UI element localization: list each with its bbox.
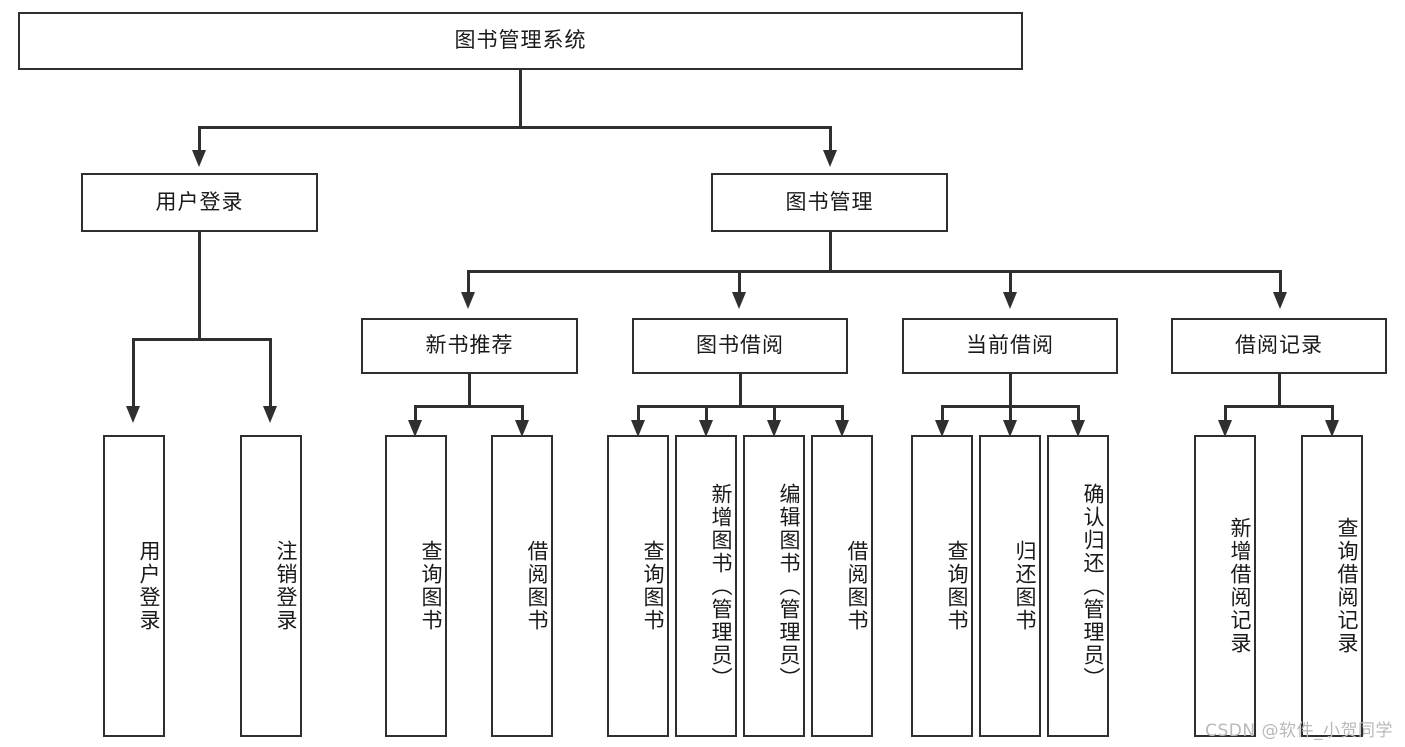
leaf-add-borrow-record[interactable]: 新增借阅记录 xyxy=(1194,435,1256,737)
leaf-query-borrow-record[interactable]: 查询借阅记录 xyxy=(1301,435,1363,737)
edge-book-mgmt-bus xyxy=(467,270,1281,273)
edge-borrow-bus xyxy=(637,405,844,408)
node-new-book-recommend-label: 新书推荐 xyxy=(425,333,514,358)
node-new-book-recommend[interactable]: 新书推荐 xyxy=(361,318,578,374)
node-root[interactable]: 图书管理系统 xyxy=(18,12,1023,70)
leaf-add-borrow-record-label: 新增借阅记录 xyxy=(1228,517,1252,655)
edge-records-to-leaf-2 xyxy=(1331,405,1334,423)
leaf-borrow-books[interactable]: 借阅图书 xyxy=(811,435,873,737)
edge-borrow-to-leaf-4 xyxy=(841,405,844,423)
leaf-borrow-books-label: 借阅图书 xyxy=(845,540,869,632)
leaf-borrow-books-new[interactable]: 借阅图书 xyxy=(491,435,553,737)
edge-records-to-leaf-1 xyxy=(1224,405,1227,423)
leaf-return-books-label: 归还图书 xyxy=(1013,540,1037,632)
arrow-current-to-leaf-3 xyxy=(1071,420,1085,437)
arrow-user-login-to-leaf-2 xyxy=(263,406,277,423)
edge-borrow-stem xyxy=(739,374,742,408)
arrow-book-mgmt-to-borrow xyxy=(732,292,746,309)
leaf-query-books-current[interactable]: 查询图书 xyxy=(911,435,973,737)
node-user-login[interactable]: 用户登录 xyxy=(81,173,318,232)
leaf-confirm-return-admin-label: 确认归还（管理员） xyxy=(1081,482,1105,690)
node-borrow-records[interactable]: 借阅记录 xyxy=(1171,318,1387,374)
leaf-user-login-label: 用户登录 xyxy=(137,540,161,632)
leaf-logout[interactable]: 注销登录 xyxy=(240,435,302,737)
node-root-label: 图书管理系统 xyxy=(454,28,587,53)
arrow-borrow-to-leaf-1 xyxy=(631,420,645,437)
leaf-edit-book-admin-label: 编辑图书（管理员） xyxy=(777,482,801,690)
edge-records-stem xyxy=(1278,374,1281,408)
arrow-current-to-leaf-1 xyxy=(935,420,949,437)
arrow-root-to-book-mgmt xyxy=(823,150,837,167)
edge-current-to-leaf-3 xyxy=(1077,405,1080,423)
arrow-root-to-user-login xyxy=(192,150,206,167)
leaf-add-book-admin-label: 新增图书（管理员） xyxy=(709,482,733,690)
node-book-borrow-label: 图书借阅 xyxy=(696,333,784,358)
watermark-text: CSDN @软件_小贺同学 xyxy=(1205,721,1393,741)
arrow-user-login-to-leaf-1 xyxy=(126,406,140,423)
edge-user-login-to-leaf-1 xyxy=(132,338,135,408)
edge-book-mgmt-to-records xyxy=(1279,270,1282,294)
arrow-book-mgmt-to-current xyxy=(1003,292,1017,309)
edge-root-to-book-mgmt xyxy=(829,126,832,152)
leaf-query-borrow-record-label: 查询借阅记录 xyxy=(1335,517,1359,655)
edge-root-to-user-login xyxy=(198,126,201,152)
edge-user-login-stem xyxy=(198,232,201,340)
node-current-borrow-label: 当前借阅 xyxy=(966,333,1054,358)
arrow-book-mgmt-to-new-books xyxy=(461,292,475,309)
arrow-borrow-to-leaf-4 xyxy=(835,420,849,437)
leaf-add-book-admin[interactable]: 新增图书（管理员） xyxy=(675,435,737,737)
edge-root-bus xyxy=(198,126,832,129)
leaf-query-books-new-label: 查询图书 xyxy=(419,540,443,632)
leaf-borrow-books-new-label: 借阅图书 xyxy=(525,540,549,632)
leaf-query-books-borrow-label: 查询图书 xyxy=(641,540,665,632)
edge-current-to-leaf-1 xyxy=(941,405,944,423)
edge-new-books-bus xyxy=(414,405,524,408)
arrow-current-to-leaf-2 xyxy=(1003,420,1017,437)
arrow-new-books-to-leaf-1 xyxy=(408,420,422,437)
arrow-borrow-to-leaf-3 xyxy=(767,420,781,437)
edge-current-to-leaf-2 xyxy=(1009,405,1012,423)
edge-book-mgmt-to-new-books xyxy=(467,270,470,294)
edge-borrow-to-leaf-2 xyxy=(705,405,708,423)
edge-book-mgmt-stem xyxy=(829,232,832,272)
node-book-borrow[interactable]: 图书借阅 xyxy=(632,318,848,374)
leaf-query-books-borrow[interactable]: 查询图书 xyxy=(607,435,669,737)
leaf-query-books-current-label: 查询图书 xyxy=(945,540,969,632)
leaf-query-books-new[interactable]: 查询图书 xyxy=(385,435,447,737)
leaf-confirm-return-admin[interactable]: 确认归还（管理员） xyxy=(1047,435,1109,737)
leaf-user-login[interactable]: 用户登录 xyxy=(103,435,165,737)
leaf-return-books[interactable]: 归还图书 xyxy=(979,435,1041,737)
node-book-management[interactable]: 图书管理 xyxy=(711,173,948,232)
arrow-borrow-to-leaf-2 xyxy=(699,420,713,437)
edge-new-books-to-leaf-2 xyxy=(521,405,524,423)
node-current-borrow[interactable]: 当前借阅 xyxy=(902,318,1118,374)
edge-records-bus xyxy=(1224,405,1334,408)
edge-new-books-to-leaf-1 xyxy=(414,405,417,423)
leaf-logout-label: 注销登录 xyxy=(274,540,298,632)
edge-borrow-to-leaf-3 xyxy=(773,405,776,423)
leaf-edit-book-admin[interactable]: 编辑图书（管理员） xyxy=(743,435,805,737)
edge-book-mgmt-to-current xyxy=(1009,270,1012,294)
arrow-book-mgmt-to-records xyxy=(1273,292,1287,309)
arrow-records-to-leaf-2 xyxy=(1325,420,1339,437)
edge-current-stem xyxy=(1009,374,1012,408)
edge-new-books-stem xyxy=(468,374,471,408)
edge-book-mgmt-to-borrow xyxy=(738,270,741,294)
node-book-management-label: 图书管理 xyxy=(785,189,874,214)
edge-borrow-to-leaf-1 xyxy=(637,405,640,423)
edge-user-login-to-leaf-2 xyxy=(269,338,272,408)
node-user-login-label: 用户登录 xyxy=(155,189,244,214)
node-borrow-records-label: 借阅记录 xyxy=(1235,333,1323,358)
edge-user-login-bus xyxy=(132,338,271,341)
edge-root-stem xyxy=(519,70,522,128)
arrow-new-books-to-leaf-2 xyxy=(515,420,529,437)
arrow-records-to-leaf-1 xyxy=(1218,420,1232,437)
